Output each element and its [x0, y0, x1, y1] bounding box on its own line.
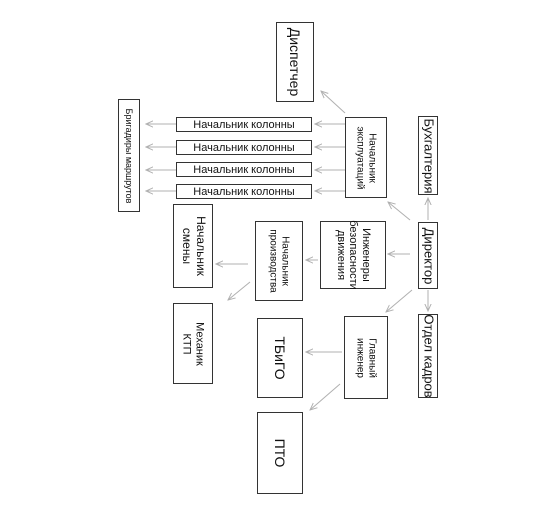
node-column-head-1: Начальник колонны: [176, 117, 312, 132]
node-accounting-label: Бухгалтерия: [421, 117, 437, 194]
arrow-chief-engineer-to-pto: [310, 383, 341, 410]
node-column-head-3-label: Начальник колонны: [193, 163, 295, 176]
node-column-head-4-label: Начальник колонны: [193, 185, 295, 198]
node-operations-head-label: Начальник эксплуатаций: [355, 126, 378, 189]
node-brigadiers-label: Бригадиры маршрутов: [124, 108, 135, 203]
node-shift-head: Начальник смены: [173, 204, 213, 288]
node-column-head-3: Начальник колонны: [176, 162, 312, 177]
node-safety-engineers-label: Инженеры безопасности движения: [334, 220, 372, 290]
node-operations-head: Начальник эксплуатаций: [345, 117, 387, 198]
node-dispatcher-label: Диспетчер: [287, 27, 304, 97]
arrow-production-to-mechanic: [228, 281, 251, 300]
node-director-label: Директор: [421, 227, 437, 284]
node-production-head: Начальник производства: [255, 221, 303, 301]
node-accounting: Бухгалтерия: [418, 116, 438, 195]
node-tbigo-label: ТБиГО: [272, 336, 289, 380]
node-tbigo: ТБиГО: [257, 318, 303, 398]
node-hr-department-label: Отдел кадров: [421, 314, 437, 398]
node-production-head-label: Начальник производства: [268, 229, 291, 293]
node-column-head-2: Начальник колонны: [176, 140, 312, 155]
arrow-director-to-chief-engineer: [386, 289, 413, 312]
node-ktp-mechanic: Механик КТП: [173, 303, 213, 384]
arrow-operations-to-dispatcher: [321, 91, 346, 114]
node-column-head-1-label: Начальник колонны: [193, 118, 295, 131]
node-column-head-2-label: Начальник колонны: [193, 141, 295, 154]
node-chief-engineer: Главный инженер: [344, 316, 388, 399]
node-safety-engineers: Инженеры безопасности движения: [320, 220, 386, 290]
node-pto: ПТО: [257, 412, 303, 494]
node-ktp-mechanic-label: Механик КТП: [181, 321, 206, 366]
node-column-head-4: Начальник колонны: [176, 184, 312, 199]
arrow-director-to-operations: [388, 202, 411, 221]
node-dispatcher: Диспетчер: [276, 22, 314, 102]
node-brigadiers: Бригадиры маршрутов: [118, 99, 140, 212]
node-director: Директор: [418, 222, 438, 289]
node-pto-label: ПТО: [272, 438, 289, 468]
node-shift-head-label: Начальник смены: [180, 216, 208, 276]
node-chief-engineer-label: Главный инженер: [355, 337, 378, 378]
node-hr-department: Отдел кадров: [418, 314, 438, 398]
